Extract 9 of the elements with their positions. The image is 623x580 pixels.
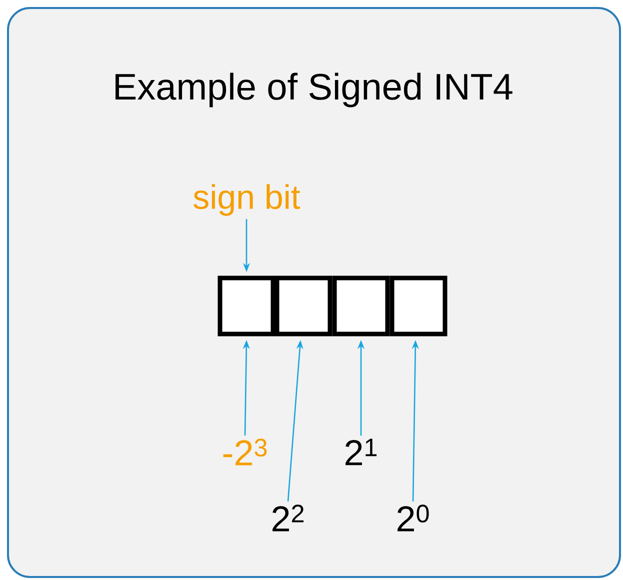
sign-bit-label: sign bit bbox=[194, 184, 300, 216]
weight-label: -2$^{3}$ bbox=[223, 438, 267, 466]
bit-box bbox=[274, 276, 332, 336]
weight-label: 2$^{2}$ bbox=[272, 504, 304, 532]
bit-box bbox=[218, 276, 276, 336]
bit-box bbox=[390, 276, 448, 336]
weight-label: 2$^{1}$ bbox=[346, 438, 377, 466]
weight-label: 2$^{0}$ bbox=[398, 504, 429, 532]
bit-box bbox=[332, 276, 390, 336]
